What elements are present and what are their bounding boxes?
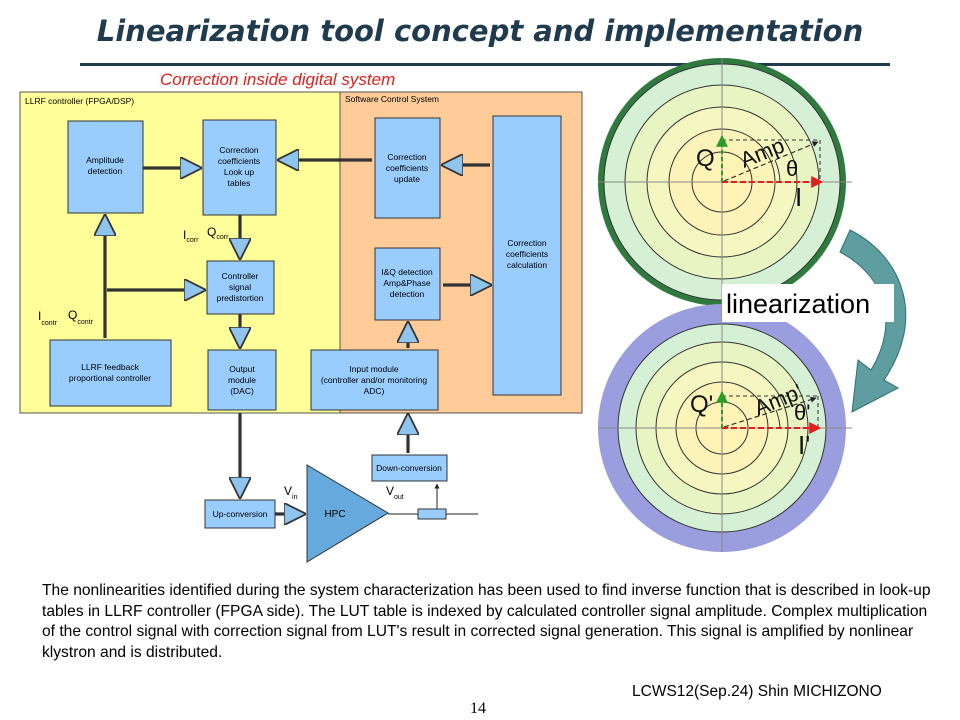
svg-text:Icontr: Icontr (38, 309, 58, 327)
svg-text:Qcorr: Qcorr (207, 225, 229, 241)
svg-text:Up-conversion: Up-conversion (213, 509, 268, 519)
description-paragraph: The nonlinearities identified during the… (42, 582, 931, 661)
iq-plot-top: Q Amp θ I (598, 58, 852, 306)
i-axis-label: I (795, 182, 802, 212)
linearization-label-bg (722, 284, 894, 322)
input-module-block: Input module(controller and/or monitorin… (310, 349, 439, 411)
svg-text:Input module(controller and/or: Input module(controller and/or monitorin… (321, 364, 428, 396)
signal-labels: Icorr Qcorr Icontr Qcontr Vin Vout (38, 225, 404, 501)
rf-lines (388, 483, 478, 515)
svg-text:Down-conversion: Down-conversion (376, 463, 442, 473)
hpc-amplifier: HPC (306, 464, 389, 563)
page-title: Linearization tool concept and implement… (96, 14, 864, 48)
svg-text:Qcontr: Qcontr (68, 308, 94, 326)
svg-text:Icorr: Icorr (183, 228, 199, 244)
q-axis-label: Q (696, 145, 715, 172)
down-conversion-block: Down-conversion (371, 454, 448, 482)
svg-text:Vin: Vin (284, 484, 298, 501)
linearization-label: linearization (726, 289, 870, 319)
theta-prime-label: θ' (794, 400, 810, 425)
signal-flow-arrows (105, 160, 490, 514)
llrf-region-label: LLRF controller (FPGA/DSP) (25, 96, 134, 106)
svg-text:Vout: Vout (386, 484, 404, 501)
svg-text:HPC: HPC (324, 509, 345, 520)
software-region-label: Software Control System (345, 94, 439, 104)
i-prime-label: I' (798, 430, 810, 460)
title-underline (80, 63, 890, 66)
up-conversion-block: Up-conversion (204, 499, 276, 529)
iq-plot-bottom: Q' Amp' θ' I' (598, 304, 852, 552)
footer-credit: LCWS12(Sep.24) Shin MICHIZONO (632, 683, 882, 700)
coupler-block (417, 508, 447, 520)
diagram-subtitle: Correction inside digital system (160, 70, 396, 89)
theta-label: θ (786, 156, 798, 181)
page-number: 14 (470, 700, 486, 717)
linearization-arrow-icon (839, 229, 907, 413)
q-prime-label: Q' (690, 391, 713, 418)
